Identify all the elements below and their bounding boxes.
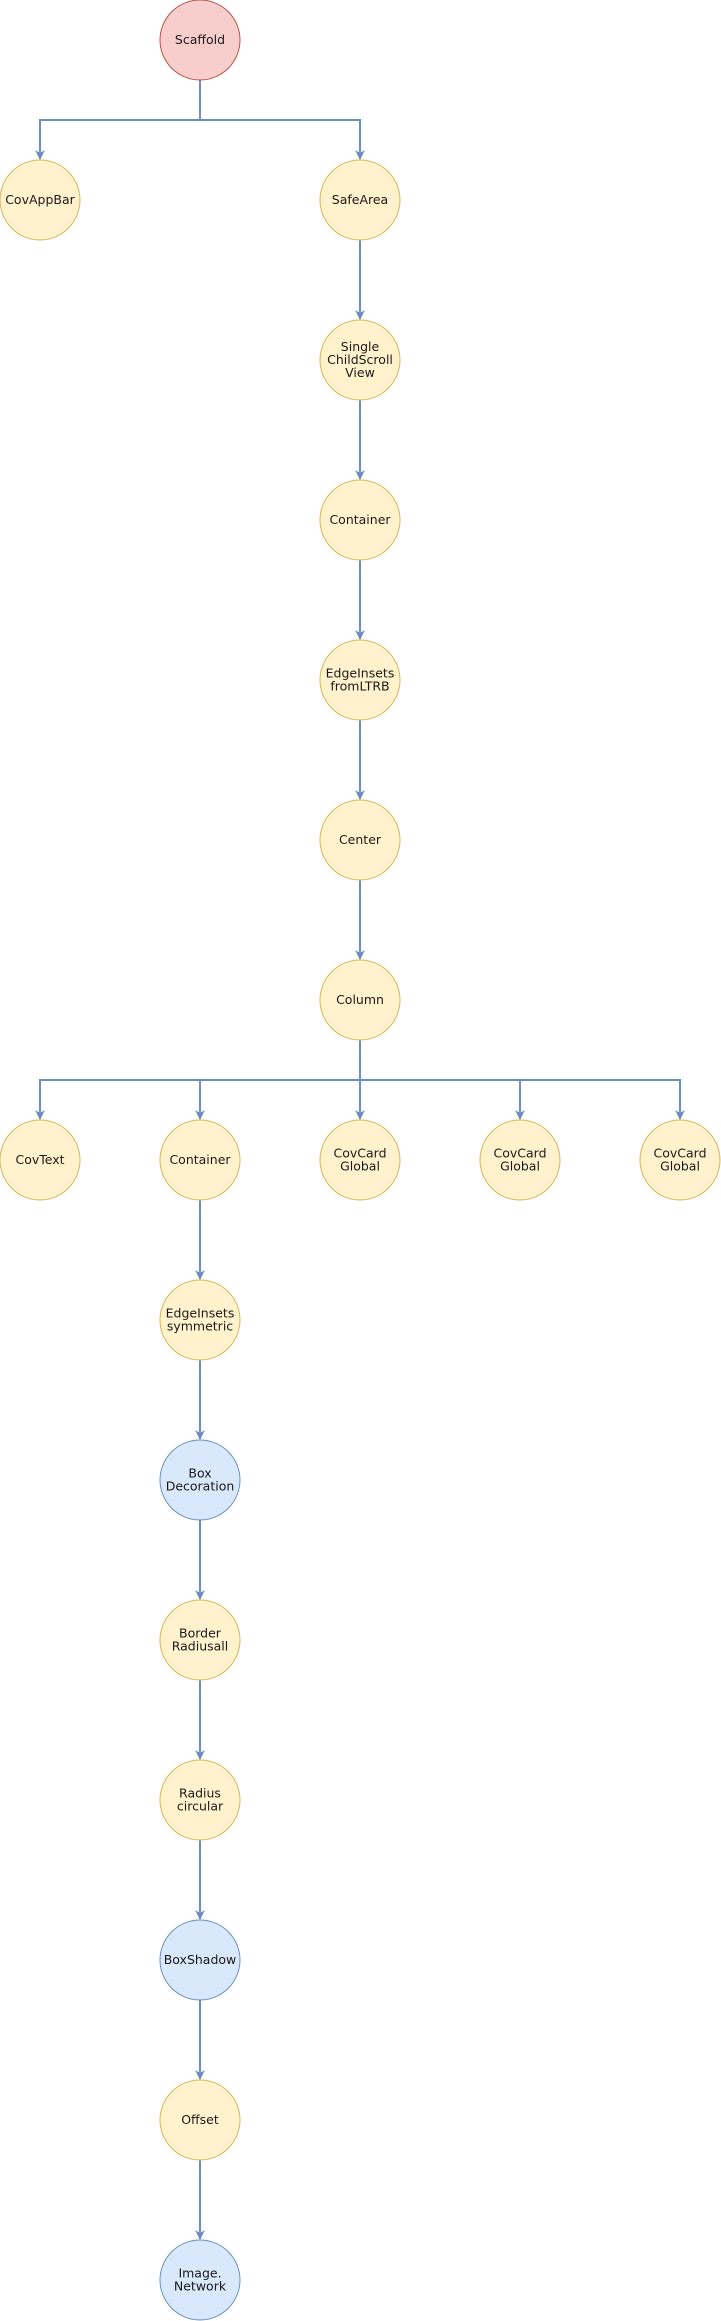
node-boxdecoration-label-line-1: Box [188,1466,211,1481]
node-boxdecoration-circle [159,1439,241,1521]
node-safearea: SafeArea [319,159,401,241]
node-covcardglobal-2-label-line-2: Global [500,1159,540,1174]
node-edgeinsets-fromltrb-label-line-1: EdgeInsets [326,666,395,681]
node-center-label-line-1: Center [339,832,382,847]
node-container-2-label-line-1: Container [169,1152,231,1167]
node-offset: Offset [159,2079,241,2161]
node-imagenetwork: Image.Network [159,2239,241,2321]
node-singlechildscrollview-circle [319,319,401,401]
node-boxshadow: BoxShadow [159,1919,241,2001]
node-edgeinsets-symmetric-circle [159,1279,241,1361]
node-covcardglobal-1-label-line-2: Global [340,1159,380,1174]
node-boxshadow-label-line-1: BoxShadow [164,1952,237,1967]
node-safearea-circle [319,159,401,241]
node-container-1-label-line-1: Container [329,512,391,527]
node-scaffold-circle [159,0,241,81]
node-covappbar: CovAppBar [0,159,81,241]
edge-column-to-covcardglobal-3 [359,1040,685,1120]
node-covcardglobal-2-label-line-1: CovCard [493,1146,546,1161]
node-center-circle [319,799,401,881]
node-column-label-line-1: Column [336,992,384,1007]
node-covcardglobal-1-label-line-1: CovCard [333,1146,386,1161]
node-covcardglobal-2-circle [479,1119,561,1201]
node-boxshadow-circle [159,1919,241,2001]
node-covcardglobal-3-circle [639,1119,721,1201]
node-singlechildscrollview-label-line-1: Single [341,339,380,354]
node-edgeinsets-fromltrb-label-line-2: fromLTRB [330,679,389,694]
node-boxdecoration-label-line-2: Decoration [166,1479,235,1494]
edge-scaffold-to-safearea [199,80,365,160]
node-imagenetwork-label-line-2: Network [174,2279,227,2294]
node-covcardglobal-1-circle [319,1119,401,1201]
node-radiuscircular-label-line-1: Radius [179,1786,221,1801]
node-covappbar-circle [0,159,81,241]
node-imagenetwork-circle [159,2239,241,2321]
node-singlechildscrollview-label-line-3: View [345,365,375,380]
node-scaffold: Scaffold [159,0,241,81]
node-offset-label-line-1: Offset [181,2112,219,2127]
node-center: Center [319,799,401,881]
node-covcardglobal-3-label-line-1: CovCard [653,1146,706,1161]
node-radiuscircular-circle [159,1759,241,1841]
node-borderradiusall-circle [159,1599,241,1681]
edge-scaffold-to-covappbar [35,80,201,160]
edge-column-to-container-2 [195,1040,361,1120]
node-borderradiusall-label-line-2: Radiusall [172,1639,229,1654]
node-offset-circle [159,2079,241,2161]
node-covtext-label-line-1: CovText [15,1152,64,1167]
node-singlechildscrollview-label-line-2: ChildScroll [327,352,393,367]
node-edgeinsets-fromltrb-circle [319,639,401,721]
node-container-1-circle [319,479,401,561]
node-imagenetwork-label-line-1: Image. [178,2266,221,2281]
node-covtext-circle [0,1119,81,1201]
node-radiuscircular-label-line-2: circular [177,1799,224,1814]
node-edgeinsets-symmetric-label-line-1: EdgeInsets [166,1306,235,1321]
node-borderradiusall-label-line-1: Border [179,1626,222,1641]
node-scaffold-label-line-1: Scaffold [175,32,225,47]
node-container-1: Container [319,479,401,561]
node-container-2-circle [159,1119,241,1201]
node-safearea-label-line-1: SafeArea [332,192,388,207]
node-container-2: Container [159,1119,241,1201]
node-edgeinsets-symmetric-label-line-2: symmetric [167,1319,233,1334]
node-covappbar-label-line-1: CovAppBar [5,192,75,207]
node-covcardglobal-3-label-line-2: Global [660,1159,700,1174]
node-column-circle [319,959,401,1041]
node-covtext: CovText [0,1119,81,1201]
node-column: Column [319,959,401,1041]
